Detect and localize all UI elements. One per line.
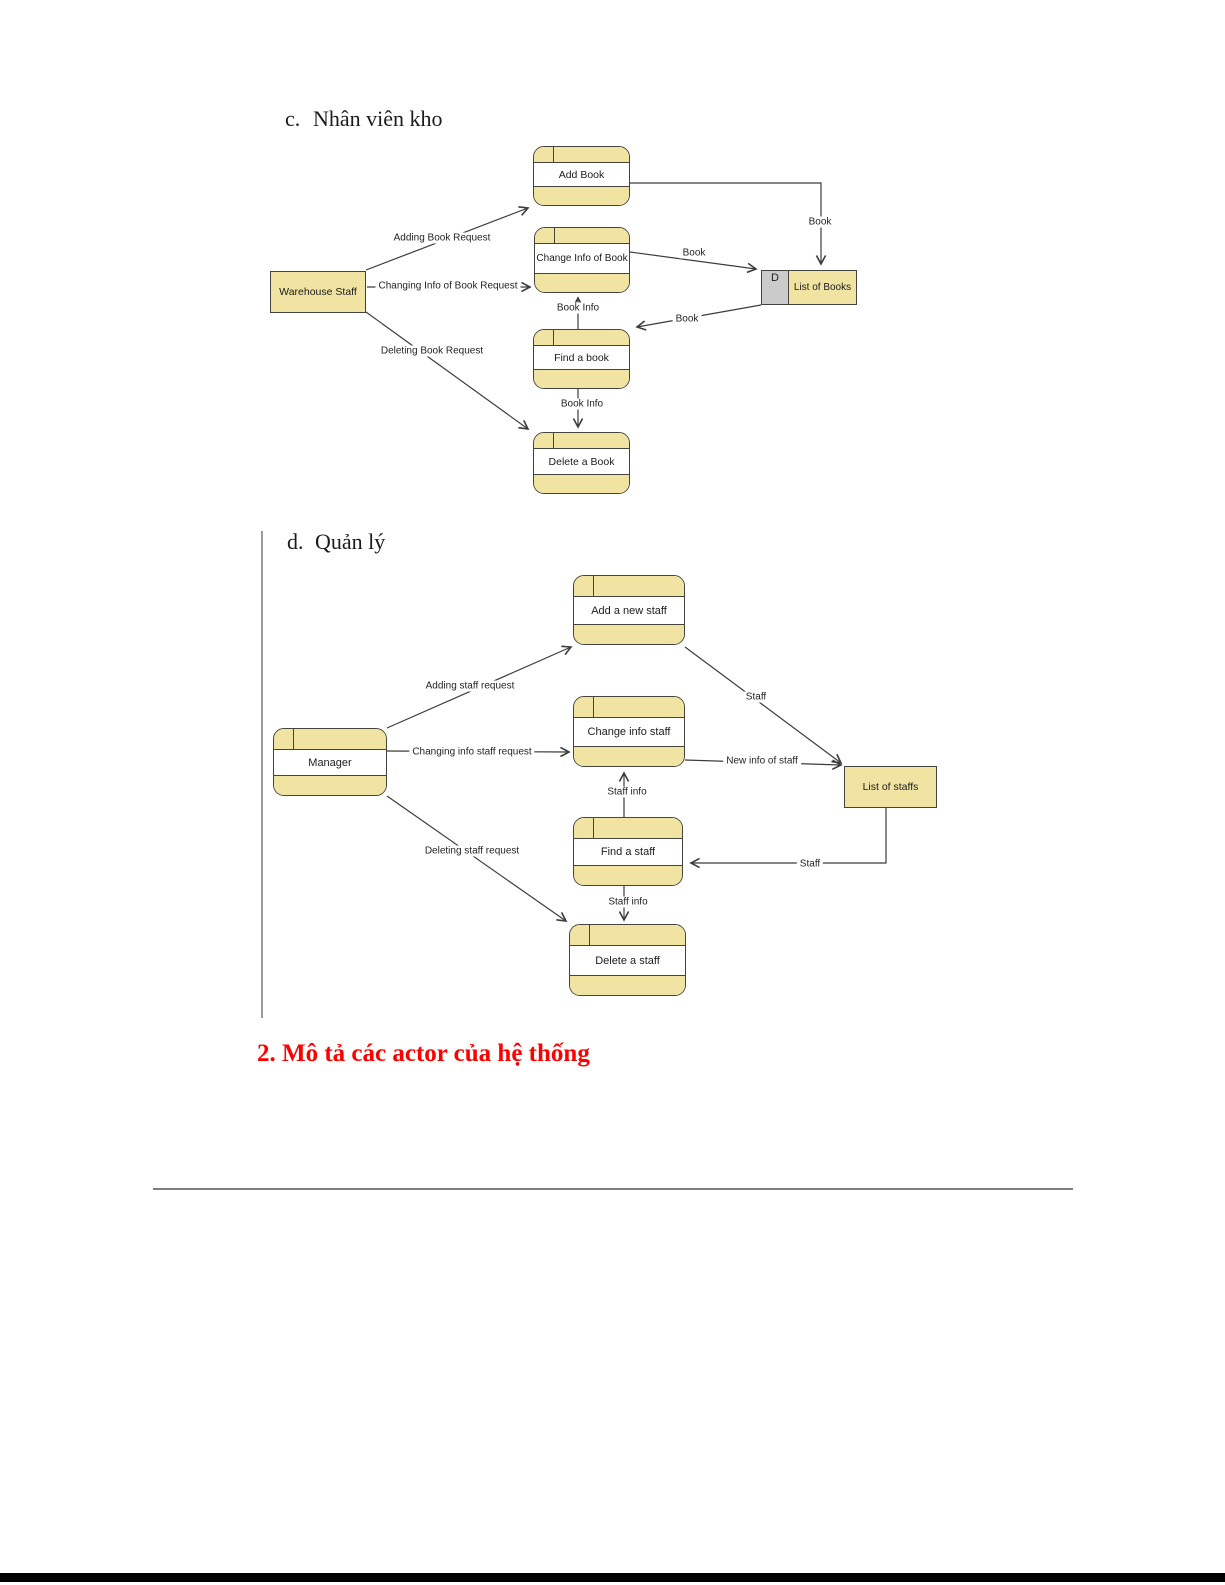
process-find-a-book-label: Find a book [554, 351, 609, 364]
section-c-heading: c. Nhân viên kho [285, 106, 443, 132]
process-add-book: Add Book [533, 146, 630, 206]
process-delete-a-book-label: Delete a Book [548, 455, 615, 468]
tab-divider-line [553, 330, 555, 345]
process-bottom-band [535, 273, 629, 292]
process-change-info-of-book-label: Change Info of Book [536, 253, 628, 264]
process-change-info-of-book: Change Info of Book [534, 227, 630, 293]
process-delete-a-book: Delete a Book [533, 432, 630, 494]
process-bottom-band [534, 369, 629, 388]
edge-label-staff-info-up: Staff info [604, 786, 650, 798]
edge-label-staff-to-find: Staff [796, 858, 824, 870]
section-d-list-marker: d. [287, 529, 304, 554]
section-c-heading-text: Nhân viên kho [313, 106, 443, 131]
process-change-info-staff-label: Change info staff [587, 726, 671, 738]
datastore-list-of-books-label: List of Books [789, 271, 856, 304]
tab-divider-line [553, 147, 555, 162]
process-find-a-book: Find a book [533, 329, 630, 389]
edge-label-deleting-book-request: Deleting Book Request [377, 345, 487, 357]
edge-staff-store-to-findstaff [689, 808, 887, 869]
process-find-a-staff-label: Find a staff [600, 846, 656, 858]
process-bottom-band [574, 865, 682, 885]
process-delete-a-staff: Delete a staff [569, 924, 686, 996]
edge-label-book-to-find: Book [672, 313, 702, 325]
datastore-d-cell: D [762, 271, 789, 304]
edge-label-book-info-up: Book Info [553, 302, 603, 314]
process-top-band [534, 433, 629, 449]
process-find-a-staff: Find a staff [573, 817, 683, 886]
tab-divider-line [593, 697, 595, 717]
edge-label-deleting-staff-request: Deleting staff request [421, 845, 523, 857]
datastore-list-of-staffs-label: List of staffs [862, 781, 919, 793]
section-d-heading: d. Quản lý [287, 529, 385, 555]
process-delete-a-staff-label: Delete a staff [595, 954, 660, 967]
edge-deleting-book-request [365, 311, 530, 430]
process-add-a-new-staff: Add a new staff [573, 575, 685, 645]
edge-staff-addstaff-to-store [684, 646, 843, 765]
process-bottom-band [574, 746, 684, 766]
section-2-title: 2. Mô tả các actor của hệ thống [257, 1040, 590, 1067]
edge-label-staff-to-store: Staff [742, 691, 770, 703]
actor-manager: Manager [273, 728, 387, 796]
tab-divider-line [589, 925, 591, 945]
process-bottom-band [274, 775, 386, 795]
actor-warehouse-staff: Warehouse Staff [270, 271, 366, 313]
process-add-book-label: Add Book [558, 168, 605, 181]
edge-label-adding-staff-request: Adding staff request [422, 680, 518, 692]
process-top-band [574, 697, 684, 718]
section-c-list-marker: c. [285, 106, 301, 131]
tab-divider-line [593, 818, 595, 838]
edge-label-book-info-down: Book Info [557, 398, 607, 410]
tab-divider-line [553, 433, 555, 448]
tab-divider-line [293, 729, 295, 749]
process-top-band [274, 729, 386, 750]
edge-label-staff-info-down: Staff info [605, 896, 651, 908]
edge-label-changing-info-of-book-request: Changing Info of Book Request [375, 280, 521, 292]
process-top-band [570, 925, 685, 946]
tab-divider-line [593, 576, 595, 596]
edge-deleting-staff-request [386, 795, 568, 922]
section-d-heading-text: Quản lý [315, 529, 386, 554]
edge-label-book-from-change: Book [679, 247, 709, 259]
diagram-d-frame-border [261, 531, 263, 1018]
edge-label-adding-book-request: Adding Book Request [390, 232, 494, 244]
edge-label-changing-info-staff-request: Changing info staff request [409, 746, 535, 758]
process-top-band [534, 330, 629, 346]
process-top-band [535, 228, 629, 244]
process-bottom-band [534, 186, 629, 205]
horizontal-rule [153, 1188, 1073, 1190]
process-top-band [574, 576, 684, 597]
actor-warehouse-staff-label: Warehouse Staff [279, 286, 357, 298]
process-bottom-band [534, 474, 629, 493]
edge-label-book-from-add: Book [805, 216, 835, 228]
process-top-band [534, 147, 629, 163]
page-edge-bar [0, 1573, 1225, 1582]
process-bottom-band [570, 975, 685, 995]
process-add-a-new-staff-label: Add a new staff [591, 604, 667, 617]
datastore-list-of-books: D List of Books [761, 270, 857, 305]
edge-book-addbook-to-store [630, 182, 827, 266]
tab-divider-line [554, 228, 556, 243]
datastore-list-of-staffs: List of staffs [844, 766, 937, 808]
edge-label-new-info-of-staff: New info of staff [723, 755, 801, 767]
process-top-band [574, 818, 682, 839]
process-change-info-staff: Change info staff [573, 696, 685, 767]
actor-manager-label: Manager [308, 756, 352, 769]
process-bottom-band [574, 624, 684, 644]
